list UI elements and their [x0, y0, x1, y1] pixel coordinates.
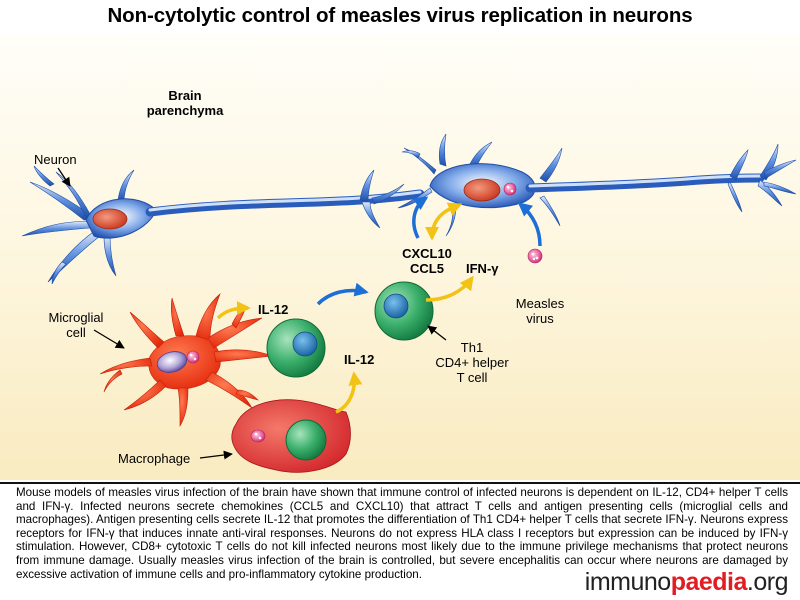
- measles-virus-in-neuron: [503, 182, 517, 196]
- label-pointers: [57, 167, 447, 460]
- measles-virus-in-microglia: [186, 350, 200, 364]
- th1-cell-label: Th1 CD4+ helper T cell: [435, 340, 509, 385]
- cxcl10-label: CXCL10: [402, 246, 452, 261]
- page-title: Non-cytolytic control of measles virus r…: [107, 4, 693, 27]
- caption-divider: [0, 482, 800, 484]
- ccl5-label: CCL5: [410, 261, 444, 276]
- neuron-right: [397, 133, 797, 237]
- logo-part-paedia: paedia: [670, 568, 748, 596]
- th1-t-cell: [374, 281, 434, 341]
- macrophage: [231, 399, 351, 473]
- measles-virus-in-macrophage: [250, 429, 266, 443]
- neuron-left: [21, 165, 157, 285]
- signal-arrows: [216, 196, 542, 414]
- logo-part-org: .org: [746, 568, 789, 596]
- logo-part-immuno: immuno: [584, 568, 671, 596]
- immunopaedia-logo: immunopaedia.org: [584, 568, 789, 597]
- axon: [145, 169, 425, 229]
- microglial-cell-label: Microglial cell: [48, 310, 104, 340]
- microglial-cell: [99, 293, 273, 428]
- measles-virus-free: [527, 248, 543, 264]
- brain-parenchyma-label: Brain parenchyma: [146, 88, 224, 118]
- neuron-label: Neuron: [34, 152, 77, 167]
- antigen-presenting-cell-green: [266, 318, 326, 378]
- il12-label-bottom: IL-12: [344, 352, 375, 367]
- caption-text: Mouse models of measles virus infection …: [16, 486, 788, 581]
- il12-label-top: IL-12: [258, 302, 289, 317]
- macrophage-label: Macrophage: [118, 451, 191, 466]
- ifn-gamma-label: IFN-γ: [466, 261, 499, 276]
- measles-virus-label: Measles virus: [515, 296, 565, 326]
